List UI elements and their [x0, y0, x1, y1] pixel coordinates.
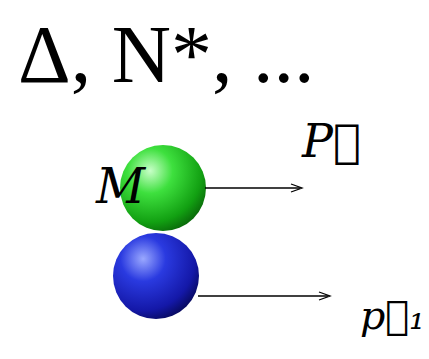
momentum-label: P⃗ [302, 118, 361, 164]
arrow-head [319, 292, 330, 300]
momentum-label: p⃗₁ [360, 296, 425, 336]
blue-sphere [113, 233, 199, 319]
momentum-arrow [198, 295, 328, 296]
arrow-head [291, 184, 302, 192]
mass-label: M [96, 162, 145, 210]
resonance-title: Δ, N*, ... [18, 14, 314, 96]
momentum-arrow [205, 187, 300, 188]
